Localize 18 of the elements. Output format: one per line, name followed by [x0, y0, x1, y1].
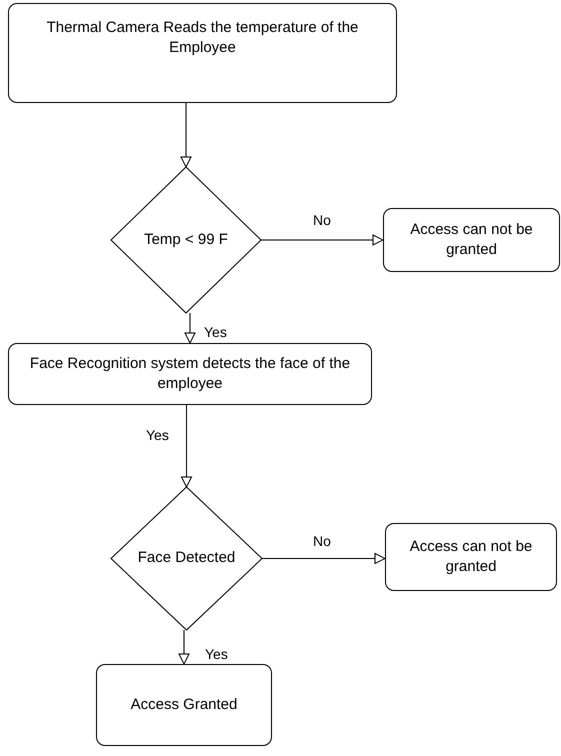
- arrow: [184, 312, 196, 344]
- box-text: Access can not be granted: [408, 536, 534, 577]
- box-text: Access Granted: [130, 694, 238, 715]
- decision-label: Temp < 99 F: [143, 230, 229, 250]
- process-box: [8, 3, 397, 103]
- arrow: [178, 630, 190, 664]
- process-box: [383, 208, 560, 272]
- arrow: [180, 102, 192, 168]
- arrow: [181, 404, 192, 488]
- process-box: [385, 523, 557, 591]
- process-box: [96, 664, 272, 746]
- decision-label: Face Detected: [136, 548, 236, 568]
- box-text: Thermal Camera Reads the temperature of the Employee: [46, 18, 360, 58]
- box-text: Face Recognition system detects the face of the employee: [28, 354, 352, 394]
- arrow: [260, 234, 384, 246]
- arrow: [262, 553, 386, 564]
- box-text: Access can not be granted: [409, 220, 534, 260]
- process-box: [8, 343, 372, 405]
